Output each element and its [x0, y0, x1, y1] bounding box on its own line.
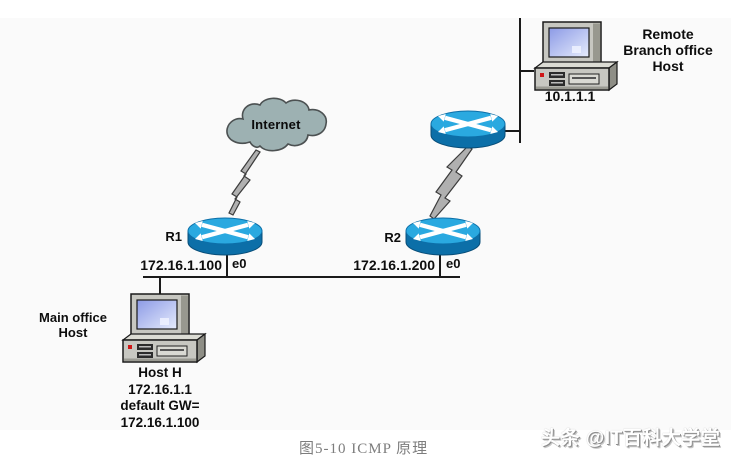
watermark-text: 头条 @IT百科大学堂: [541, 428, 721, 449]
router-r2-label: R2: [384, 230, 401, 245]
r1-e0-interface-label: e0: [232, 256, 247, 271]
r2-e0-ip-label: 172.16.1.200: [353, 257, 435, 273]
wan-lightning-link-icon: [228, 149, 261, 216]
router-r1-label: R1: [165, 229, 182, 244]
r1-e0-ip-label: 172.16.1.100: [140, 257, 222, 273]
main-host-name: Host H: [138, 365, 182, 380]
router-r1-icon: [187, 217, 263, 257]
wan-lightning-link-icon: [429, 145, 473, 220]
router-r2-icon: [405, 217, 481, 257]
remote-role-line3: Host: [652, 58, 684, 74]
r2-e0-interface-label: e0: [446, 256, 461, 271]
internet-label: Internet: [251, 117, 301, 132]
remote-role-line2: Branch office: [623, 42, 713, 58]
internet-cloud: Internet: [220, 96, 332, 158]
remote-host-ip-label: 10.1.1.1: [544, 88, 596, 104]
remote-router-icon: [430, 110, 506, 150]
figure-caption: 图5-10 ICMP 原理: [299, 441, 429, 457]
main-office-role-line2: Host: [58, 325, 88, 340]
main-host-ip: 172.16.1.1: [128, 381, 192, 397]
main-host-pc-icon: [117, 292, 212, 370]
main-host-info-block: Host H 172.16.1.1 default GW= 172.16.1.1…: [90, 365, 230, 431]
main-office-role-line1: Main office: [39, 310, 107, 325]
main-host-gw-label: default GW=: [120, 398, 200, 413]
remote-role-line1: Remote: [642, 26, 694, 42]
main-host-gw-ip: 172.16.1.100: [120, 414, 200, 430]
main-office-role-label: Main office Host: [26, 310, 120, 340]
remote-host-role-label: Remote Branch office Host: [610, 26, 726, 74]
